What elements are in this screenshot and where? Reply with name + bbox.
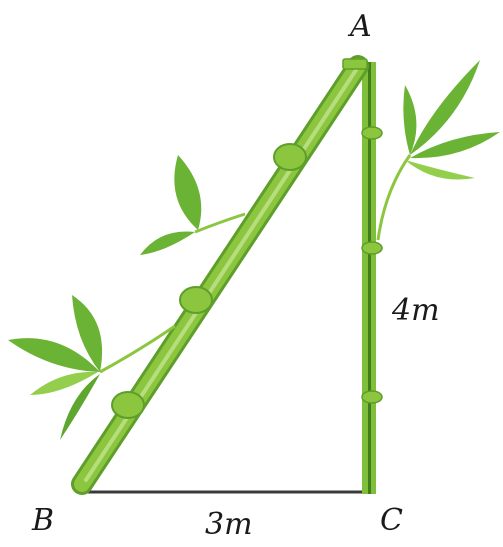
bamboo-leaf-icon [405, 160, 475, 180]
slanted-bamboo-ab [71, 55, 369, 495]
bamboo-leaf-icon [140, 231, 195, 255]
twig-left-lower [99, 324, 176, 374]
bamboo-node [111, 391, 145, 419]
twig-right [376, 154, 412, 241]
vertical-node [361, 126, 383, 140]
vertical-node [361, 241, 383, 255]
bamboo-leaf-icon [60, 374, 100, 440]
bamboo-leaf-icon [72, 295, 103, 372]
twig-left-upper [194, 212, 246, 234]
bamboo-leaf-icon [30, 371, 98, 395]
bamboo-leaf-icon [8, 338, 100, 372]
vertical-node [361, 390, 383, 404]
vertex-label-c: C [380, 503, 403, 538]
vertex-label-b: B [32, 503, 55, 538]
length-label-ac: 4m [392, 293, 440, 328]
bamboo-node [179, 286, 213, 314]
bamboo-leaf-icon [403, 85, 417, 155]
vertex-label-a: A [350, 9, 372, 44]
bamboo-leaf-icon [174, 155, 202, 230]
bamboo-leaf-icon [410, 60, 480, 155]
bamboo-node [273, 143, 307, 171]
vertical-bamboo-ac [361, 62, 383, 494]
length-label-bc: 3m [205, 507, 253, 542]
bamboo-leaf-icon [410, 132, 500, 159]
